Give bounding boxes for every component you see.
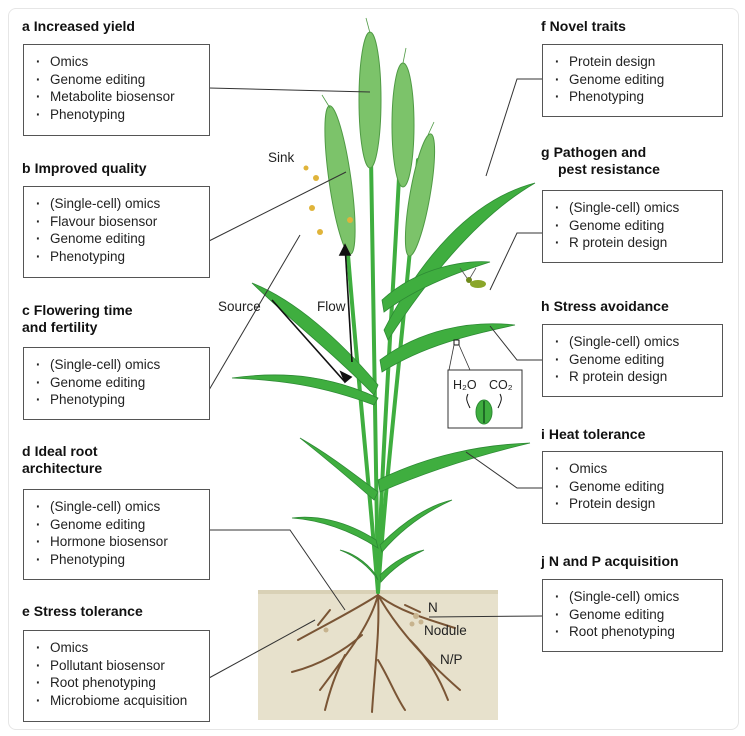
list-item: Genome editing (555, 71, 712, 89)
leaves (231, 182, 536, 583)
stomata-icon (466, 393, 502, 425)
list-item: Phenotyping (36, 106, 199, 124)
panel-h-box: (Single-cell) omics Genome editing R pro… (542, 324, 723, 397)
list-item: Genome editing (36, 516, 199, 534)
sink-label: Sink (268, 150, 295, 165)
nitrogen-label: N (428, 600, 438, 615)
wheat-spikes (324, 31, 436, 257)
list-item: R protein design (555, 234, 712, 252)
list-item: R protein design (555, 368, 712, 386)
list-item: (Single-cell) omics (555, 588, 712, 606)
list-item: Protein design (555, 53, 712, 71)
list-item: Phenotyping (36, 248, 199, 266)
list-item: Omics (555, 460, 712, 478)
list-item: Pollutant biosensor (36, 657, 199, 675)
list-item: Omics (36, 53, 199, 71)
awns (321, 17, 435, 136)
panel-j-box: (Single-cell) omics Genome editing Root … (542, 579, 723, 652)
list-item: Genome editing (555, 217, 712, 235)
list-item: (Single-cell) omics (555, 333, 712, 351)
figure-frame (8, 8, 739, 730)
flow-label: Flow (317, 299, 346, 314)
anthers (303, 165, 353, 235)
list-item: Genome editing (555, 478, 712, 496)
list-item: Protein design (555, 495, 712, 513)
pest-icon (459, 267, 486, 288)
list-item: Omics (36, 639, 199, 657)
list-item: Hormone biosensor (36, 533, 199, 551)
co2-label: CO₂ (489, 378, 513, 392)
panel-c-box: (Single-cell) omics Genome editing Pheno… (23, 347, 210, 420)
list-item: Microbiome acquisition (36, 692, 199, 710)
list-item: Root phenotyping (555, 623, 712, 641)
panel-i-box: Omics Genome editing Protein design (542, 451, 723, 524)
list-item: Root phenotyping (36, 674, 199, 692)
nodule-label: Nodule (424, 623, 467, 638)
list-item: Metabolite biosensor (36, 88, 199, 106)
panel-b-box: (Single-cell) omics Flavour biosensor Ge… (23, 186, 210, 278)
list-item: Phenotyping (36, 551, 199, 569)
source-label: Source (218, 299, 261, 314)
list-item: Flavour biosensor (36, 213, 199, 231)
list-item: (Single-cell) omics (555, 199, 712, 217)
list-item: (Single-cell) omics (36, 195, 199, 213)
np-label: N/P (440, 652, 463, 667)
list-item: Phenotyping (555, 88, 712, 106)
flow-arrows (271, 243, 353, 384)
list-item: Genome editing (36, 374, 199, 392)
root-system (291, 594, 461, 713)
list-item: (Single-cell) omics (36, 498, 199, 516)
panel-a-box: Omics Genome editing Metabolite biosenso… (23, 44, 210, 136)
connector-lines (208, 78, 544, 679)
list-item: Phenotyping (36, 391, 199, 409)
panel-f-box: Protein design Genome editing Phenotypin… (542, 44, 723, 117)
panel-e-box: Omics Pollutant biosensor Root phenotypi… (23, 630, 210, 722)
list-item: Genome editing (555, 606, 712, 624)
list-item: Genome editing (555, 351, 712, 369)
h2o-label: H₂O (453, 378, 477, 392)
nodules (323, 613, 424, 633)
list-item: Genome editing (36, 230, 199, 248)
list-item: (Single-cell) omics (36, 356, 199, 374)
panel-g-box: (Single-cell) omics Genome editing R pro… (542, 190, 723, 263)
stomata-marker (453, 339, 460, 346)
list-item: Genome editing (36, 71, 199, 89)
panel-d-box: (Single-cell) omics Genome editing Hormo… (23, 489, 210, 580)
